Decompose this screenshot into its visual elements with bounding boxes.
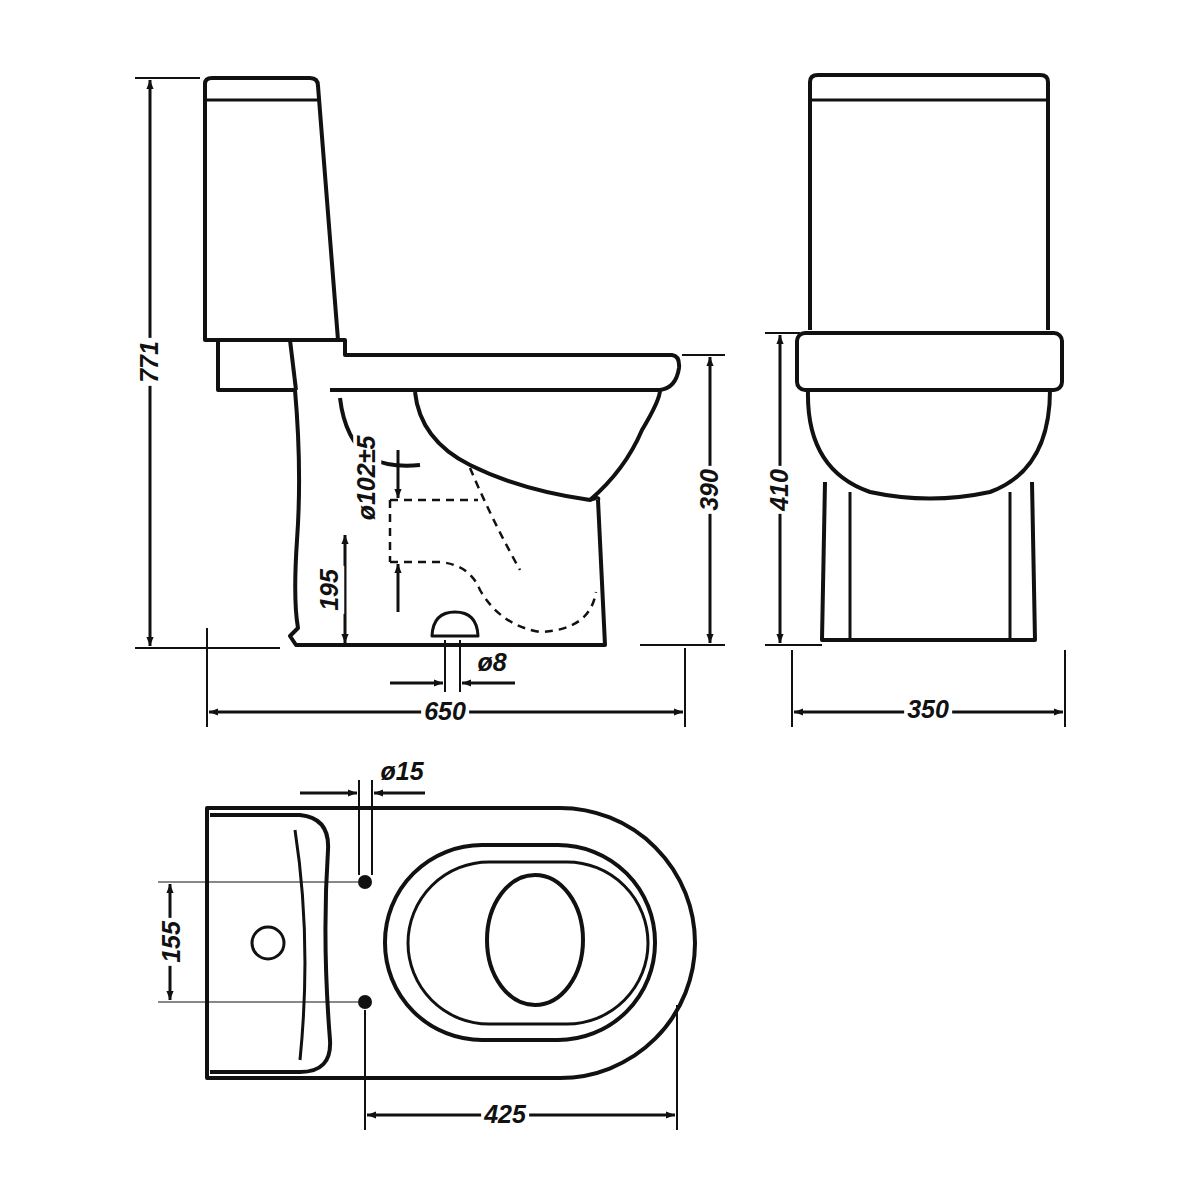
- dimension-label: 350: [904, 696, 952, 724]
- dimension-label: 771: [136, 338, 164, 386]
- dimension-label: 195: [316, 566, 344, 614]
- dimension-label: 155: [158, 918, 186, 966]
- top-view: [207, 808, 695, 1078]
- dimension-label: 410: [766, 466, 794, 514]
- dimension-label: ø8: [474, 649, 509, 677]
- side-view: [205, 78, 679, 645]
- dimension-label: ø15: [377, 758, 426, 786]
- dimension-label: 425: [481, 1101, 529, 1129]
- front-view: [797, 75, 1062, 640]
- dimension-label: ø102±5: [353, 433, 381, 524]
- dimension-label: 650: [421, 698, 469, 726]
- dimension-lines: [135, 78, 1065, 1130]
- dimension-label: 390: [696, 466, 724, 514]
